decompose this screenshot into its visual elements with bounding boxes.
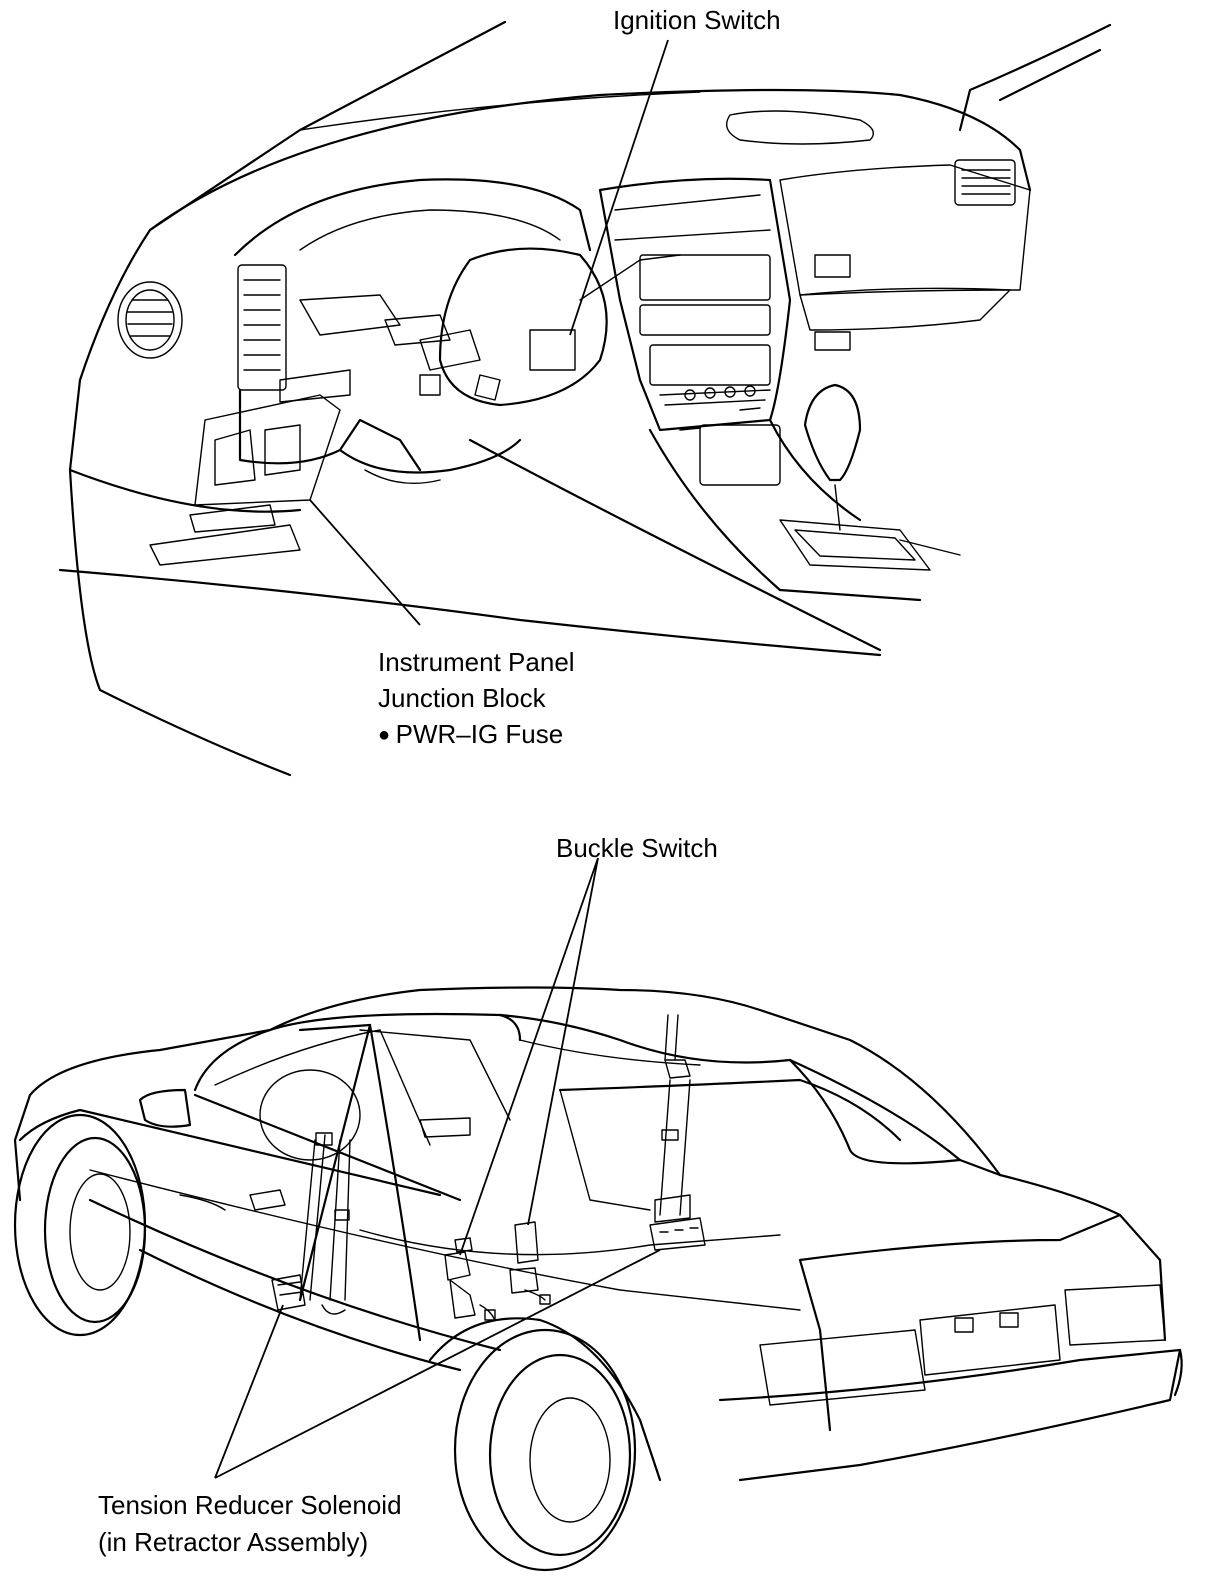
dashboard-illustration <box>58 20 1112 777</box>
tension-reducer-label-line2: (in Retractor Assembly) <box>98 1527 369 1557</box>
buckle-switch-leader-left <box>459 857 599 1256</box>
ignition-switch-leader <box>569 39 669 336</box>
vehicle-illustration <box>13 986 1183 1572</box>
junction-block-leader <box>309 499 421 626</box>
pwr-ig-fuse-label: PWR–IG Fuse <box>378 716 563 753</box>
pwr-ig-fuse-text: PWR–IG Fuse <box>395 719 564 749</box>
bullet-icon <box>378 719 396 749</box>
tension-reducer-label-line1: Tension Reducer Solenoid <box>98 1490 402 1520</box>
leader-lines-top <box>309 39 669 626</box>
leader-lines-bottom <box>214 857 661 1479</box>
buckle-switch-label: Buckle Switch <box>556 833 718 863</box>
tension-reducer-leader-rear <box>214 1249 661 1479</box>
ignition-switch-label: Ignition Switch <box>613 5 781 35</box>
buckle-switch-leader-right <box>527 857 599 1226</box>
tension-reducer-leader-front <box>214 1304 284 1479</box>
junction-block-label-line2: Junction Block <box>378 683 546 713</box>
junction-block-label-line1: Instrument Panel <box>378 647 575 677</box>
